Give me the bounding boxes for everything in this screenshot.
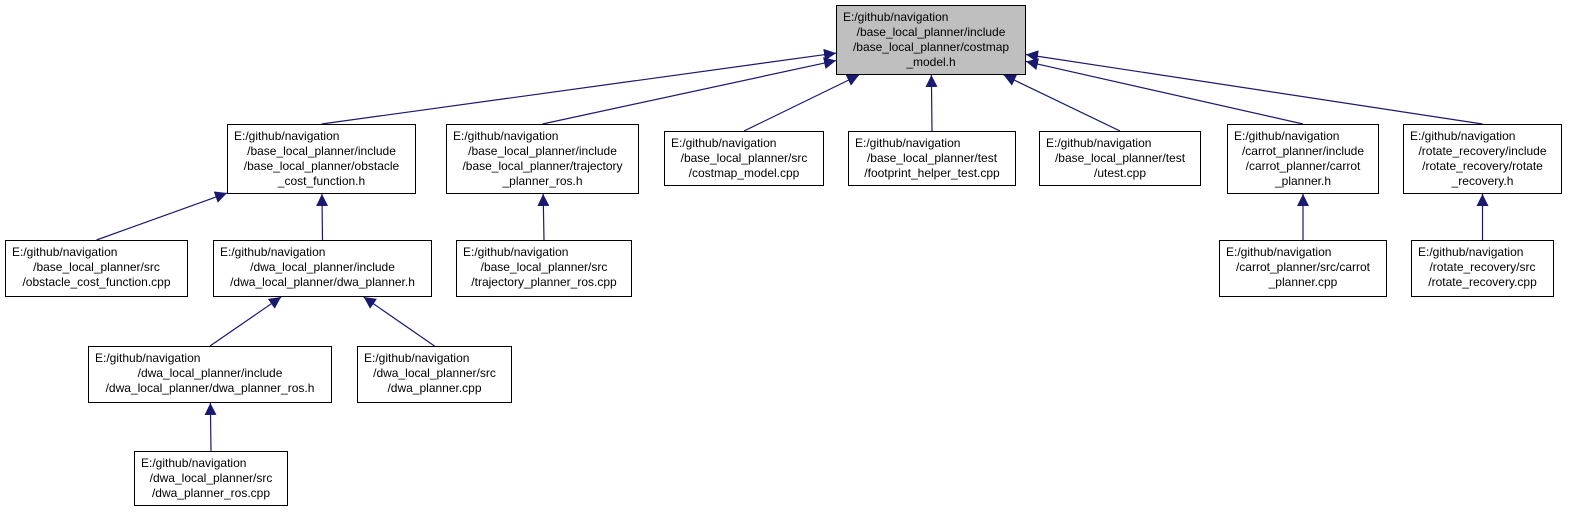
node-label-root: E:/github/navigation	[1226, 245, 1332, 259]
node-label-line: /carrot_planner/src/carrot	[1235, 260, 1371, 274]
edge-carrot-planner-h-to-costmap-model-h	[1025, 58, 1304, 125]
graph-node-carrot-planner-cpp[interactable]: E:/github/navigation/carrot_planner/src/…	[1219, 240, 1387, 297]
edge-obstacle-cost-function-cpp-to-obstacle-cost-function-h	[96, 191, 228, 241]
node-label-line: /base_local_planner/include	[247, 144, 396, 158]
edge-costmap-model-cpp-to-costmap-model-h	[743, 74, 860, 132]
node-label-line: /base_local_planner/src	[680, 151, 808, 165]
node-label-line: _recovery.h	[1451, 174, 1514, 188]
node-label-root: E:/github/navigation	[141, 456, 247, 470]
node-label-line: /base_local_planner/include	[468, 144, 617, 158]
node-label-root: E:/github/navigation	[1046, 136, 1152, 150]
node-label-root: E:/github/navigation	[463, 245, 569, 259]
graph-node-utest-cpp[interactable]: E:/github/navigation/base_local_planner/…	[1039, 131, 1201, 186]
node-label-root: E:/github/navigation	[220, 245, 326, 259]
node-label-root: E:/github/navigation	[671, 136, 777, 150]
graph-node-costmap-model-h: E:/github/navigation/base_local_planner/…	[836, 5, 1026, 75]
node-label-line: /rotate_recovery/src	[1429, 260, 1536, 274]
node-label-line: /obstacle_cost_function.cpp	[22, 275, 171, 289]
graph-node-trajectory-planner-ros-h[interactable]: E:/github/navigation/base_local_planner/…	[446, 124, 639, 194]
edge-trajectory-planner-ros-cpp-to-trajectory-planner-ros-h	[537, 193, 550, 241]
node-label-line: _model.h	[906, 55, 956, 69]
node-label-root: E:/github/navigation	[453, 129, 559, 143]
graph-node-rotate-recovery-h[interactable]: E:/github/navigation/rotate_recovery/inc…	[1403, 124, 1562, 194]
node-label-root: E:/github/navigation	[1418, 245, 1524, 259]
node-label-line: /dwa_planner.cpp	[387, 381, 482, 395]
edge-dwa-planner-cpp-to-dwa-planner-h	[363, 296, 435, 347]
node-label-root: E:/github/navigation	[855, 136, 961, 150]
node-label-root: E:/github/navigation	[843, 10, 949, 24]
graph-node-dwa-planner-h[interactable]: E:/github/navigation/dwa_local_planner/i…	[213, 240, 432, 297]
node-label-line: /base_local_planner/trajectory	[462, 159, 623, 173]
graph-node-trajectory-planner-ros-cpp[interactable]: E:/github/navigation/base_local_planner/…	[456, 240, 632, 297]
node-label-root: E:/github/navigation	[234, 129, 340, 143]
edge-footprint-helper-test-cpp-to-costmap-model-h	[925, 74, 938, 132]
graph-node-obstacle-cost-function-h[interactable]: E:/github/navigation/base_local_planner/…	[227, 124, 416, 194]
edge-dwa-planner-h-to-obstacle-cost-function-h	[316, 193, 329, 241]
node-label-line: /base_local_planner/test	[1054, 151, 1186, 165]
graph-node-footprint-helper-test-cpp[interactable]: E:/github/navigation/base_local_planner/…	[848, 131, 1016, 186]
node-label-line: /carrot_planner/carrot	[1245, 159, 1361, 173]
node-label-line: /rotate_recovery/rotate	[1422, 159, 1543, 173]
node-label-line: /dwa_local_planner/dwa_planner_ros.h	[105, 381, 315, 395]
node-label-line: /dwa_local_planner/include	[250, 260, 395, 274]
node-label-line: /dwa_planner_ros.cpp	[151, 486, 271, 500]
edge-dwa-planner-ros-h-to-dwa-planner-h	[209, 296, 282, 347]
node-label-line: /footprint_helper_test.cpp	[864, 166, 1000, 180]
node-label-line: /base_local_planner/include	[856, 25, 1006, 39]
node-label-line: /dwa_local_planner/include	[137, 366, 283, 380]
edge-utest-cpp-to-costmap-model-h	[1003, 74, 1121, 132]
edge-trajectory-planner-ros-h-to-costmap-model-h	[542, 57, 837, 125]
node-label-root: E:/github/navigation	[1410, 129, 1516, 143]
graph-node-dwa-planner-cpp[interactable]: E:/github/navigation/dwa_local_planner/s…	[357, 346, 512, 403]
graph-node-dwa-planner-ros-h[interactable]: E:/github/navigation/dwa_local_planner/i…	[88, 346, 332, 403]
graph-node-rotate-recovery-cpp[interactable]: E:/github/navigation/rotate_recovery/src…	[1411, 240, 1554, 297]
node-label-line: /dwa_local_planner/src	[149, 471, 273, 485]
edge-rotate-recovery-h-to-costmap-model-h	[1025, 50, 1483, 125]
node-label-line: /base_local_planner/costmap	[852, 40, 1010, 54]
node-label-line: _planner.h	[1274, 174, 1332, 188]
node-label-root: E:/github/navigation	[12, 245, 118, 259]
node-label-line: /utest.cpp	[1093, 166, 1147, 180]
graph-node-costmap-model-cpp[interactable]: E:/github/navigation/base_local_planner/…	[664, 131, 824, 186]
node-label-line: /dwa_local_planner/src	[373, 366, 496, 380]
graph-node-dwa-planner-ros-cpp[interactable]: E:/github/navigation/dwa_local_planner/s…	[134, 451, 288, 506]
node-label-root: E:/github/navigation	[1234, 129, 1340, 143]
node-label-line: _planner_ros.h	[502, 174, 583, 188]
node-label-line: /rotate_recovery.cpp	[1428, 275, 1537, 289]
edge-dwa-planner-ros-cpp-to-dwa-planner-ros-h	[204, 402, 217, 452]
graph-node-carrot-planner-h[interactable]: E:/github/navigation/carrot_planner/incl…	[1227, 124, 1379, 194]
node-label-line: _planner.cpp	[1268, 275, 1338, 289]
node-label-line: /base_local_planner/obstacle	[243, 159, 400, 173]
node-label-line: /trajectory_planner_ros.cpp	[471, 275, 617, 289]
node-label-line: /dwa_local_planner/dwa_planner.h	[230, 275, 415, 289]
node-label-root: E:/github/navigation	[95, 351, 201, 365]
node-label-line: /costmap_model.cpp	[688, 166, 800, 180]
node-label-root: E:/github/navigation	[364, 351, 470, 365]
node-label-line: /base_local_planner/src	[33, 260, 160, 274]
node-label-line: /base_local_planner/test	[866, 151, 998, 165]
edge-obstacle-cost-function-h-to-costmap-model-h	[321, 48, 837, 125]
node-label-line: /base_local_planner/src	[480, 260, 608, 274]
graph-node-obstacle-cost-function-cpp[interactable]: E:/github/navigation/base_local_planner/…	[5, 240, 188, 297]
node-label-line: /carrot_planner/include	[1241, 144, 1365, 158]
node-label-line: _cost_function.h	[277, 174, 366, 188]
node-label-line: /rotate_recovery/include	[1418, 144, 1547, 158]
